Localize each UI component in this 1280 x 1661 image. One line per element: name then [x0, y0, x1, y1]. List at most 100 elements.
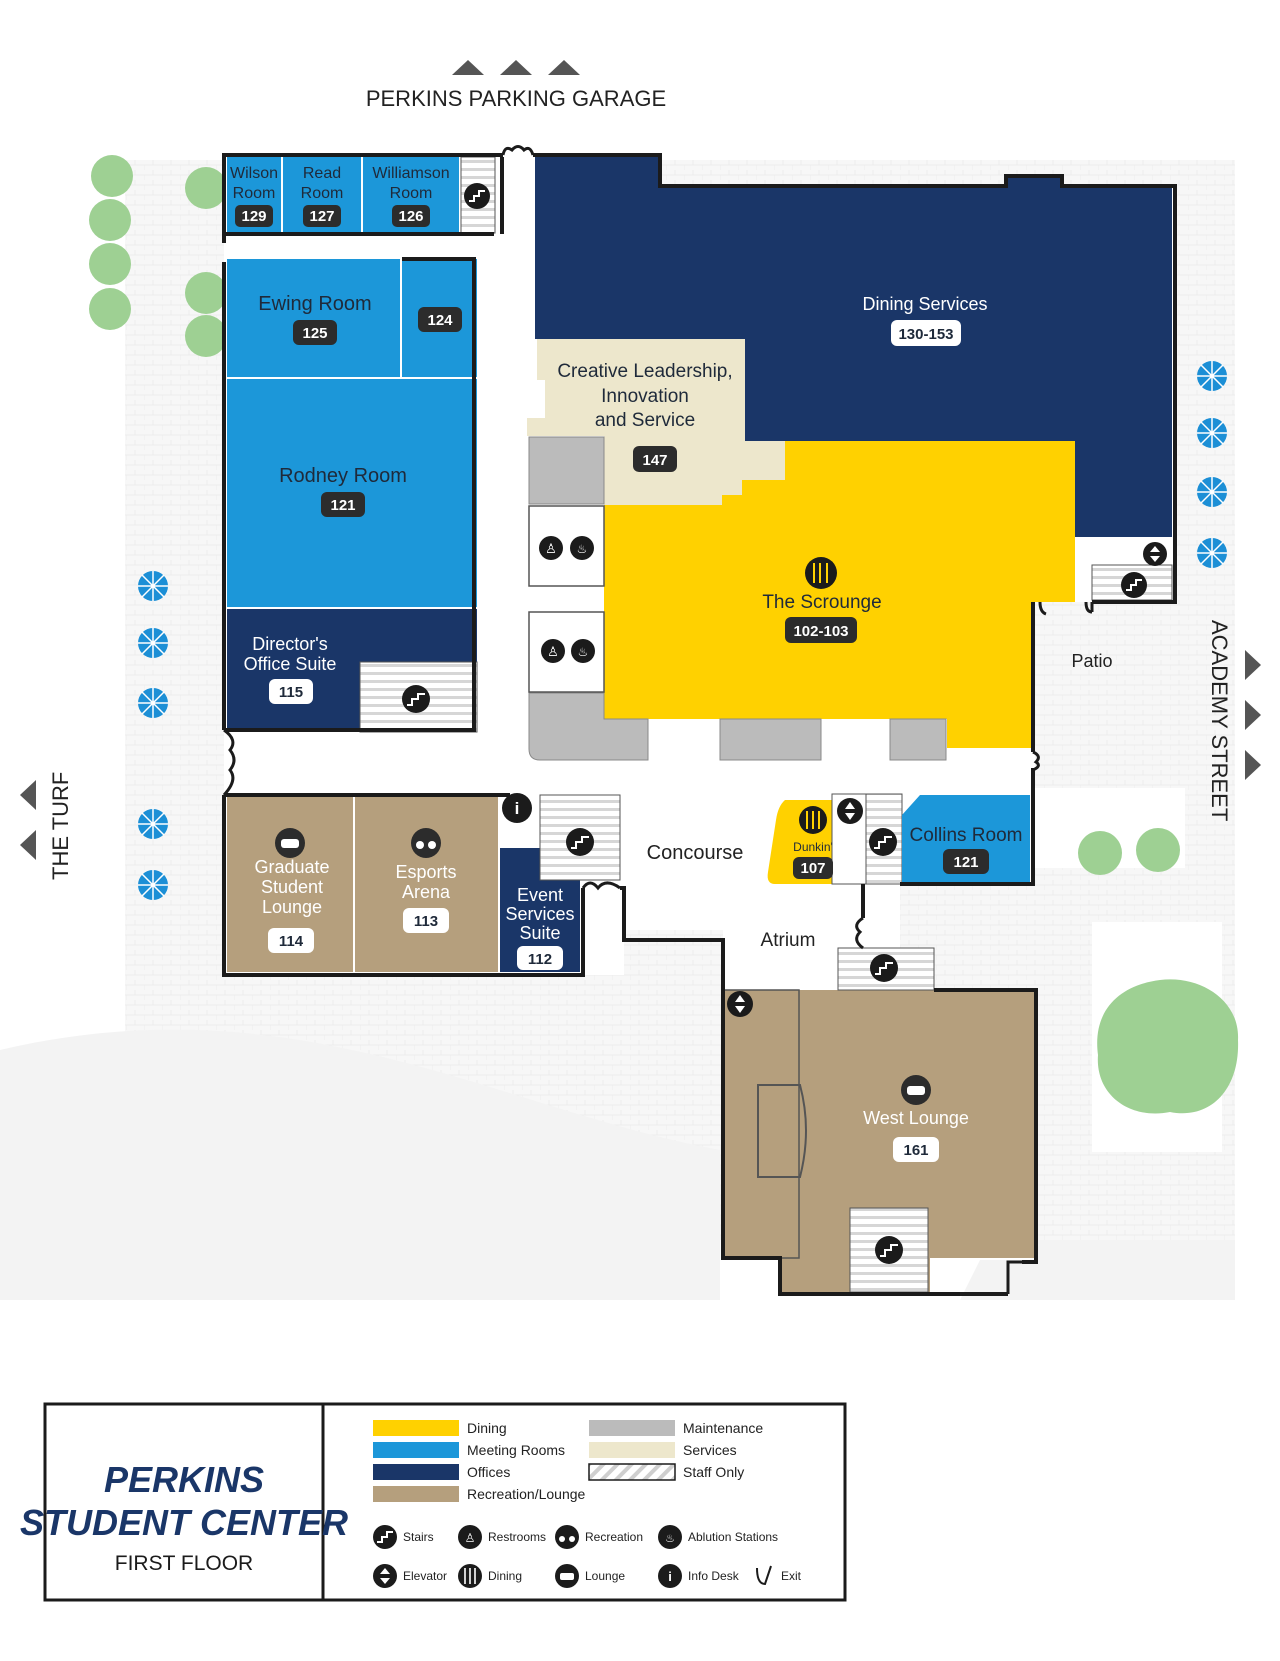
ablution-icon [571, 639, 595, 663]
read-label-1: Read [303, 165, 341, 182]
grad-number: 114 [279, 933, 304, 950]
room-number-badge [785, 617, 857, 643]
ablution-icon [570, 536, 594, 560]
legend-ablution: Ablution Stations [688, 1530, 778, 1544]
room-esports-arena[interactable] [355, 795, 498, 972]
exit-icon [756, 1565, 772, 1586]
west-lounge-label: West Lounge [863, 1108, 969, 1128]
umbrella-icon [1197, 418, 1227, 448]
title-line-2: STUDENT CENTER [20, 1502, 348, 1543]
grad-label-2: Student [261, 877, 323, 897]
legend-swatch-maintenance [589, 1420, 675, 1436]
collins-label: Collins Room [910, 825, 1023, 846]
room-number-badge [268, 928, 314, 953]
room-number-badge [893, 1137, 939, 1162]
garage-label: PERKINS PARKING GARAGE [366, 86, 666, 111]
dining-icon [805, 557, 837, 589]
dunkin-number: 107 [800, 860, 825, 877]
turf-label: THE TURF [48, 772, 73, 880]
legend-elevator: Elevator [403, 1569, 447, 1583]
trees [89, 155, 1239, 1114]
exit-icon [1032, 750, 1040, 772]
lounge-icon [555, 1564, 579, 1588]
ablution-icon: ♨ [658, 1525, 682, 1549]
tree-icon [89, 243, 131, 285]
svg-text:♨: ♨ [665, 1533, 675, 1545]
room-dining-services[interactable] [535, 157, 1172, 537]
elevator-icon[interactable] [727, 991, 753, 1017]
room-collins[interactable] [902, 795, 1030, 882]
umbrella-icon [1197, 538, 1227, 568]
street-label: ACADEMY STREET [1207, 620, 1232, 821]
restroom-icon [541, 639, 565, 663]
creative-label-1: Creative Leadership, [557, 361, 732, 382]
legend-swatch-services [589, 1442, 675, 1458]
legend-offices: Offices [467, 1464, 510, 1480]
creative-label-2: Innovation [601, 386, 689, 407]
svg-text:♙: ♙ [547, 644, 559, 659]
legend-dining: Dining [467, 1420, 507, 1436]
room-number-badge [793, 857, 833, 879]
title-line-1: PERKINS [104, 1459, 264, 1500]
wilson-label-1: Wilson [230, 165, 278, 182]
legend-exit: Exit [781, 1569, 802, 1583]
director-label-2: Office Suite [244, 654, 337, 674]
williamson-number: 126 [398, 208, 423, 225]
room-number-badge [517, 946, 563, 970]
elevator-icon[interactable] [837, 798, 863, 824]
room-west-lounge[interactable] [723, 990, 1035, 1292]
svg-text:♙: ♙ [545, 541, 557, 556]
creative-number: 147 [642, 452, 667, 469]
restroom-block-south[interactable]: ♙ ♨ [528, 611, 605, 693]
event-number: 112 [528, 951, 552, 968]
tree-icon [89, 199, 131, 241]
rodney-number: 121 [330, 497, 355, 514]
wilson-number: 129 [241, 208, 266, 225]
restroom-icon: ♙ [458, 1525, 482, 1549]
room-the-scrounge[interactable] [604, 441, 1075, 748]
umbrellas [138, 361, 1227, 900]
tree-icon [185, 272, 227, 314]
room-number-badge [891, 320, 961, 346]
concourse-label: Concourse [647, 842, 744, 864]
west-lounge-number: 161 [903, 1142, 928, 1159]
room-creative-leadership[interactable] [527, 339, 785, 505]
dining-services-label: Dining Services [862, 294, 987, 314]
turf-arrows [20, 780, 36, 860]
svg-text:♨: ♨ [577, 542, 588, 556]
legend-meeting: Meeting Rooms [467, 1442, 565, 1458]
umbrella-icon [138, 688, 168, 718]
restroom-block-north[interactable]: ♙ ♨ [528, 505, 605, 587]
legend-recreation: Recreation/Lounge [467, 1486, 586, 1502]
director-number: 115 [279, 684, 303, 701]
legend-dining-icon: Dining [488, 1569, 522, 1583]
exit-icon [1038, 601, 1094, 616]
umbrella-icon [138, 628, 168, 658]
dining-icon [458, 1564, 482, 1588]
svg-text:i: i [515, 799, 520, 818]
atrium-label: Atrium [761, 930, 816, 951]
legend-maintenance: Maintenance [683, 1420, 763, 1436]
room-number-badge [303, 205, 341, 227]
creative-label-3: and Service [595, 410, 695, 431]
fireplace [757, 1084, 807, 1178]
legend-restrooms: Restrooms [488, 1530, 546, 1544]
esports-number: 113 [414, 913, 438, 930]
exit-icon [501, 145, 535, 156]
building-walls [222, 145, 1177, 1296]
room-ewing[interactable] [227, 259, 400, 377]
info-desk-icon[interactable]: i [502, 793, 532, 823]
esports-label-1: Esports [395, 862, 456, 882]
room-number-badge [321, 492, 365, 517]
elevator-icon[interactable] [1143, 542, 1167, 566]
grad-label-1: Graduate [254, 857, 329, 877]
umbrella-icon [138, 571, 168, 601]
tree-icon [89, 288, 131, 330]
street-arrows [1245, 650, 1261, 780]
umbrella-icon [138, 870, 168, 900]
info-desk-icon: i [658, 1564, 682, 1588]
maintenance-areas [528, 436, 947, 761]
legend-swatch-dining [373, 1420, 459, 1436]
